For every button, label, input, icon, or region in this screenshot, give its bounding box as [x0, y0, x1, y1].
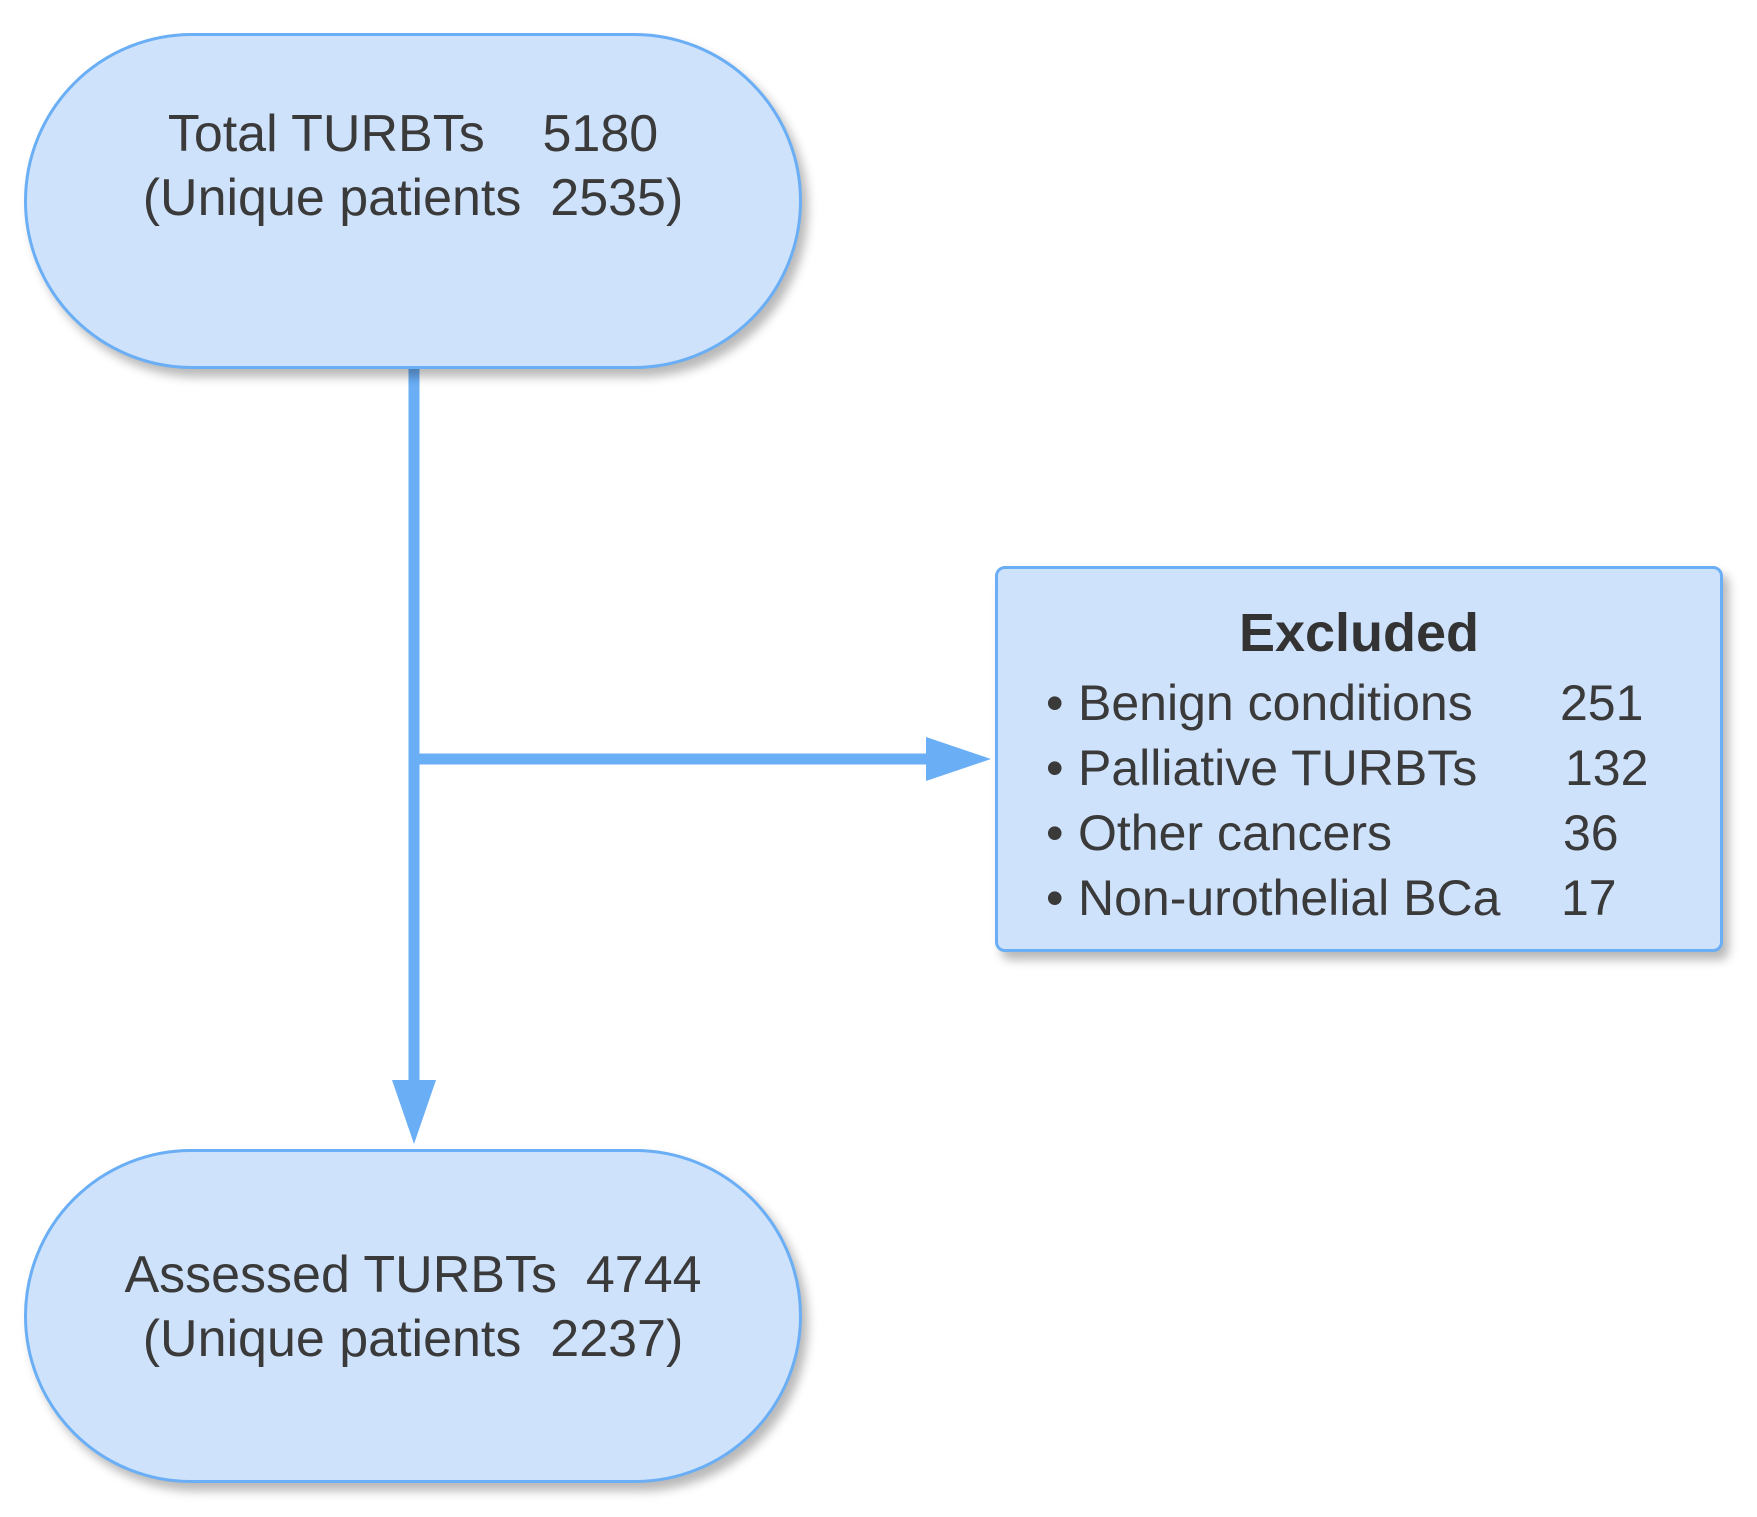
total-turbts-node: Total TURBTs 5180 (Unique patients 2535) — [24, 33, 802, 369]
total-turbts-text: Total TURBTs 5180 — [167, 105, 659, 163]
excluded-title: Excluded — [1238, 603, 1480, 663]
excluded-item-value: 132 — [1565, 740, 1649, 796]
excluded-item-label: Benign conditions — [1078, 675, 1473, 731]
excluded-node: Excluded • Benign conditions 251 • Palli… — [995, 566, 1723, 952]
total-unique-patients-text: (Unique patients 2535) — [142, 169, 684, 227]
assessed-unique-patients-text: (Unique patients 2237) — [142, 1310, 684, 1368]
excluded-item-value: 251 — [1560, 675, 1644, 731]
assessed-turbts-node: Assessed TURBTs 4744 (Unique patients 22… — [24, 1149, 802, 1483]
excluded-item-value: 17 — [1561, 870, 1617, 926]
bullet-icon: • — [1046, 675, 1064, 731]
bullet-icon: • — [1046, 740, 1064, 796]
assessed-turbts-text: Assessed TURBTs 4744 — [124, 1246, 702, 1304]
excluded-item-benign: • Benign conditions 251 — [1046, 671, 1648, 736]
excluded-list: • Benign conditions 251 • Palliative TUR… — [1046, 671, 1648, 931]
excluded-item-non-urothelial: • Non-urothelial BCa 17 — [1046, 866, 1648, 931]
excluded-item-label: Non-urothelial BCa — [1078, 870, 1501, 926]
down-arrowhead — [392, 1080, 436, 1144]
excluded-item-label: Palliative TURBTs — [1078, 740, 1478, 796]
excluded-item-palliative: • Palliative TURBTs 132 — [1046, 736, 1648, 801]
excluded-item-value: 36 — [1563, 805, 1619, 861]
right-arrowhead — [926, 737, 991, 781]
bullet-icon: • — [1046, 805, 1064, 861]
bullet-icon: • — [1046, 870, 1064, 926]
excluded-item-label: Other cancers — [1078, 805, 1393, 861]
excluded-item-other-cancers: • Other cancers 36 — [1046, 801, 1648, 866]
